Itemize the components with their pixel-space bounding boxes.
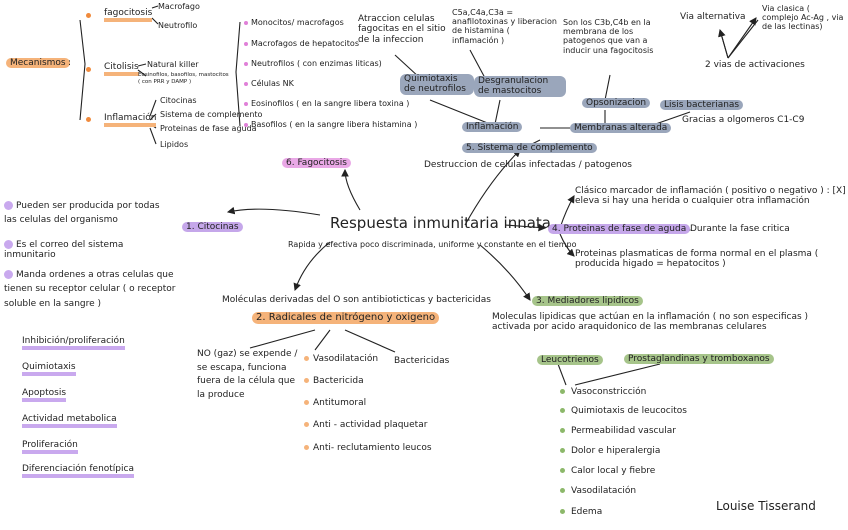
prostaglandinas-node: Prostaglandinas y tromboxanos xyxy=(624,354,774,365)
citolisis-label: Citolisis xyxy=(104,62,139,77)
cell-item: Monocitos/ macrofagos xyxy=(244,18,344,27)
inflamacion-item: Sistema de complemento xyxy=(160,110,263,119)
citocinas-function: Actividad metabolica xyxy=(22,414,117,429)
dos-vias: 2 vias de activaciones xyxy=(705,60,805,70)
no-gas-text: NO (gaz) se expende / se escapa, funcion… xyxy=(197,349,298,400)
radicales-effect: Anti- reclutamiento leucos xyxy=(304,443,432,453)
inflamacion-item: Proteinas de fase aguda xyxy=(160,124,257,133)
citocinas-function: Diferenciación fenotípica xyxy=(22,464,134,479)
opsonizacion-label: Opsonizacion xyxy=(582,98,651,109)
citocinas-node: 1. Citocinas xyxy=(182,222,243,233)
fagocitosis-node: 6. Fagocitosis xyxy=(282,158,351,169)
destruccion-text: Destruccion de celulas infectadas / pato… xyxy=(424,160,632,170)
bullet-icon xyxy=(86,117,91,122)
atraccion-text: Atraccion celulas fagocitas en el sitio … xyxy=(358,14,446,45)
lipidicos-effect: Dolor e hiperalergia xyxy=(560,446,660,456)
fase-aguda-arrow-text: Durante la fase critica xyxy=(690,224,790,234)
citocinas-note: Pueden ser producida por todas las celul… xyxy=(4,201,160,226)
mecanismos-label: Mecanismos xyxy=(6,58,70,69)
sistema-complemento-title: 5. Sistema de complemento xyxy=(462,143,597,154)
fase-aguda-node: 4. Proteinas de fase de aguda xyxy=(548,224,691,235)
citolisis-item: Natural killer xyxy=(147,60,199,69)
leucotrienos-node: Leucotrienos xyxy=(537,355,603,366)
bullet-icon xyxy=(86,13,91,18)
desgranulacion-label: Desgranulacion de mastocitos xyxy=(474,76,566,97)
cell-item: Eosinofilos ( en la sangre libera toxina… xyxy=(244,99,409,108)
center-subtitle: Rapida y efectiva poco discriminada, uni… xyxy=(288,240,577,249)
citolisis-item: Eosinofilos, basofilos, mastocitos xyxy=(138,72,229,78)
lipidicos-desc: Moleculas lipidicas que actúan en la inf… xyxy=(492,312,809,333)
membranas-node: Membranas alterada xyxy=(570,123,672,134)
inflamacion-item: Lipidos xyxy=(160,140,189,149)
cell-item: Macrofagos de hepatocitos xyxy=(244,39,359,48)
radicales-top: Moléculas derivadas del O son antibiotic… xyxy=(222,295,491,305)
fagocitosis-item: Macrofago xyxy=(158,2,200,11)
citolisis-item: ( con PRR y DAMP ) xyxy=(138,79,192,85)
c3b-text: Son los C3b,C4b en la membrana de los pa… xyxy=(563,18,654,55)
author-signature: Louise Tisserand xyxy=(716,499,816,513)
cell-item: Basofilos ( en la sangre libera histamin… xyxy=(244,120,417,129)
citocinas-note: Es el correo del sistema inmunitario xyxy=(4,240,124,261)
radicales-node: 2. Radicales de nitrógeno y oxigeno xyxy=(252,312,440,324)
quimiotaxis-label: Quimiotaxis de neutrofilos xyxy=(400,74,474,95)
mecanismos-colon: : xyxy=(68,58,72,68)
inflamacion-node: Inflamación xyxy=(462,122,523,133)
fase-aguda-bottom: Proteinas plasmaticas de forma normal en… xyxy=(575,249,819,270)
fagocitosis-label: fagocitosis xyxy=(104,8,153,23)
citocinas-function: Proliferación xyxy=(22,440,78,455)
inflamacion-label: Inflamación xyxy=(104,113,157,128)
citocinas-note: Manda ordenes a otras celulas que tienen… xyxy=(4,270,176,309)
gracias-text: Gracias a olgomeros C1-C9 xyxy=(682,115,805,125)
radicales-effect: Anti - actividad plaquetar xyxy=(304,420,427,430)
radicales-effect: Bactericida xyxy=(304,376,364,386)
via-clasica: Via clasica ( complejo Ac-Ag , via de la… xyxy=(762,4,844,32)
radicales-effect: Antitumoral xyxy=(304,398,366,408)
fase-aguda-top: Clásico marcador de inflamación ( positi… xyxy=(575,186,846,207)
citocinas-function: Apoptosis xyxy=(22,388,67,403)
c5a-text: C5a,C4a,C3a = anafilotoxinas y liberacio… xyxy=(452,8,557,45)
cell-item: Neutrofilos ( con enzimas liticas) xyxy=(244,59,382,68)
lipidicos-effect: Edema xyxy=(560,507,602,517)
lipidicos-effect: Vasodilatación xyxy=(560,486,636,496)
cell-item: Células NK xyxy=(244,79,294,88)
lipidicos-effect: Vasoconstricción xyxy=(560,387,646,397)
radicales-effect: Vasodilatación xyxy=(304,354,378,364)
lipidicos-effect: Calor local y fiebre xyxy=(560,466,655,476)
bactericidas-text: Bactericidas xyxy=(394,356,450,366)
citocinas-function: Quimiotaxis xyxy=(22,362,76,377)
citocinas-function: Inhibición/proliferación xyxy=(22,336,125,351)
fagocitosis-item: Neutrofilo xyxy=(158,21,198,30)
inflamacion-item: Citocinas xyxy=(160,96,197,105)
lipidicos-effect: Quimiotaxis de leucocitos xyxy=(560,406,687,416)
lisis-label: Lisis bacterianas xyxy=(660,100,744,111)
lipidicos-node: 3. Mediadores lipidicos xyxy=(532,296,643,307)
via-alternativa: Via alternativa xyxy=(680,12,746,22)
lipidicos-effect: Permeabilidad vascular xyxy=(560,426,676,436)
center-title: Respuesta inmunitaria innata xyxy=(330,214,551,232)
bullet-icon xyxy=(86,67,91,72)
